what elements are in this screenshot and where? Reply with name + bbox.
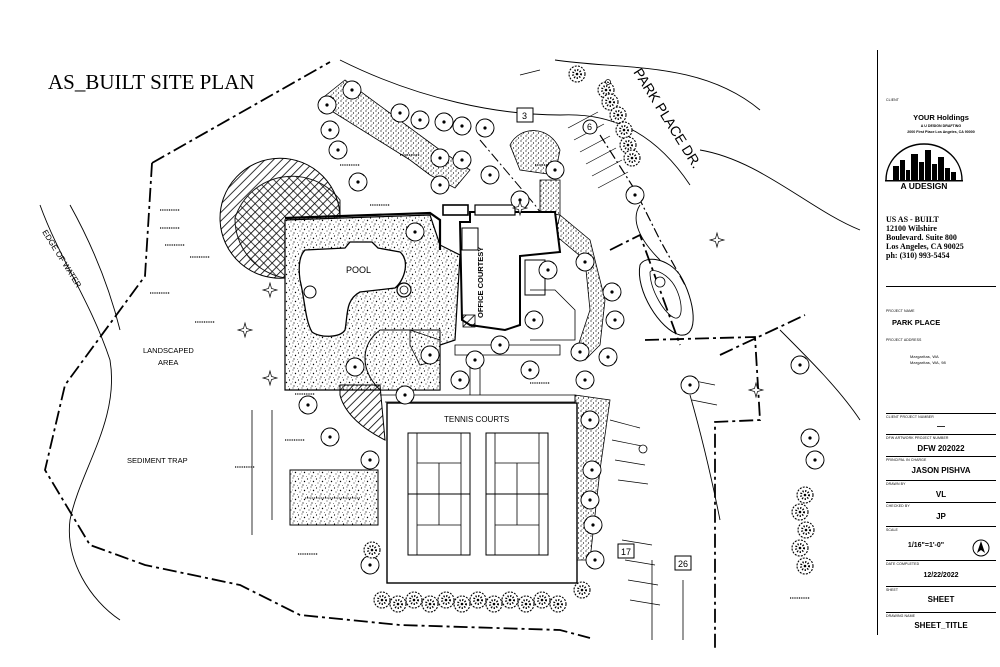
checked-value: JP [936, 512, 946, 521]
firm-line-2: 12100 Wilshire [886, 224, 937, 233]
drawing-value: SHEET_TITLE [914, 621, 968, 630]
drawn-heading: DRAWN BY [886, 482, 906, 486]
date-heading: DATE COMPLETED [886, 562, 920, 566]
project-name-heading: PROJECT NAME [886, 309, 915, 313]
principal-heading: PRINCIPAL IN CHARGE [886, 458, 927, 462]
client-name: YOUR Holdings [913, 113, 969, 122]
building-label: OFFICE COURTESY [476, 247, 485, 318]
edge-of-water [39, 204, 121, 621]
sheet-heading: SHEET [886, 588, 899, 592]
property-boundary [44, 61, 806, 650]
client-sub2: 2000 First Place Los Angeles, CA 90000 [907, 130, 975, 134]
tennis-courts [386, 402, 578, 584]
dfw-value: DFW 202022 [917, 444, 965, 453]
office-building [442, 204, 562, 332]
edge-of-water-label: EDGE OF WATER [40, 228, 83, 289]
sidewalk-east [554, 214, 606, 361]
spa [396, 282, 412, 298]
space-number-26: 26 [678, 559, 688, 569]
landscaped-label-2: AREA [158, 358, 178, 367]
firm-line-4: Los Angeles, CA 90025 [886, 242, 964, 251]
parking-stalls-north [519, 69, 629, 189]
client-project-heading: CLIENT PROJECT NUMBER [886, 415, 934, 419]
project-address-1: Margaritas, WA [910, 354, 939, 359]
project-name: PARK PLACE [892, 318, 941, 327]
project-address-2: Margaritas, WA, 98 [910, 360, 946, 365]
space-number-6: 6 [587, 122, 592, 132]
sheet-value: SHEET [927, 595, 955, 604]
space-number-17: 17 [621, 547, 631, 557]
client-project-value: — [937, 422, 945, 431]
street-curbs [339, 59, 861, 521]
space-tags [516, 107, 692, 571]
firm-line-1: US AS - BUILT [886, 215, 939, 224]
drawing-heading: DRAWING NAME [886, 614, 916, 618]
project-address-heading: PROJECT ADDRESS [886, 338, 922, 342]
client-heading: CLIENT [886, 98, 900, 102]
pool-shape [298, 241, 407, 337]
street-name: PARK PLACE DR. [630, 65, 704, 171]
pool-label: POOL [346, 265, 371, 275]
dfw-heading: DFW ARTWORK PROJECT NUMBER [886, 436, 949, 440]
tennis-courts-label: TENNIS COURTS [444, 415, 509, 424]
firm-line-5: ph: (310) 993-5454 [886, 251, 950, 260]
north-arrow-icon [972, 539, 990, 557]
principal-value: JASON PISHVA [911, 466, 971, 475]
date-value: 12/22/2022 [923, 572, 959, 579]
drawn-value: VL [935, 490, 947, 499]
space-number-3: 3 [522, 111, 527, 121]
checked-heading: CHECKED BY [886, 504, 910, 508]
scale-heading: SCALE [886, 528, 898, 532]
logo-text: A UDESIGN [901, 181, 948, 190]
scale-value: 1/16"=1'-0" [907, 542, 945, 549]
sediment-trap-label: SEDIMENT TRAP [127, 456, 188, 465]
client-sub1: A U DESIGN DRAFTING [920, 124, 962, 128]
landscaped-label-1: LANDSCAPED [143, 346, 194, 355]
drawing-title: AS_BUILT SITE PLAN [48, 70, 255, 94]
sidewalk-north [319, 79, 471, 189]
company-logo: A UDESIGN [885, 143, 963, 190]
firm-line-3: Boulevard. Suite 800 [886, 233, 957, 242]
traffic-island [638, 258, 694, 336]
title-block: CLIENT YOUR Holdings A U DESIGN DRAFTING… [877, 50, 1000, 635]
